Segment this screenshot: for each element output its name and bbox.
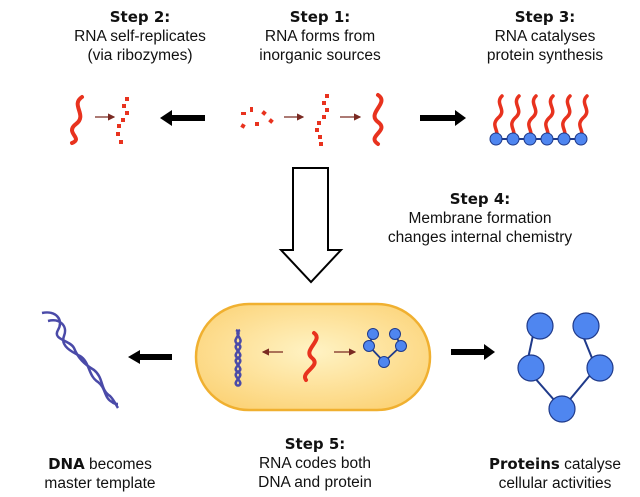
step4-label: Step 4: Membrane formation changes inter… — [375, 190, 585, 247]
step1-line1: RNA forms from — [264, 28, 376, 45]
step2-rna-strand-icon — [70, 95, 84, 145]
step1-fragmented-strand-icon — [315, 94, 329, 146]
step2-label: Step 2: RNA self-replicates (via ribozym… — [50, 8, 230, 65]
dna-line2: master template — [44, 475, 156, 492]
step2-title: Step 2: — [109, 8, 171, 26]
proteins-line1-rest: catalyse — [559, 456, 621, 473]
step3-line2: protein synthesis — [486, 47, 604, 64]
nucleotide-fragments-icon — [240, 107, 274, 129]
step5-label: Step 5: RNA codes both DNA and protein — [215, 435, 415, 492]
step4-title: Step 4: — [449, 190, 511, 208]
dna-helix-icon — [41, 311, 120, 409]
step4-line1: Membrane formation — [408, 210, 552, 227]
protein-chain-icon — [517, 312, 614, 423]
step3-line1: RNA catalyses — [494, 28, 596, 45]
step3-label: Step 3: RNA catalyses protein synthesis — [455, 8, 635, 65]
step1-title: Step 1: — [289, 8, 351, 26]
proteins-bold-word: Proteins — [489, 455, 560, 473]
hollow-down-arrow — [278, 167, 344, 284]
dna-bold-word: DNA — [48, 455, 85, 473]
dna-outcome-label: DNA becomes master template — [10, 455, 190, 493]
right-arrow-cell-to-proteins — [451, 344, 495, 360]
right-arrow-step1-to-step3 — [420, 110, 466, 126]
proteins-line2: cellular activities — [498, 475, 612, 492]
step5-line1: RNA codes both — [258, 455, 371, 472]
ribosome-protein-synthesis-icon — [489, 94, 589, 146]
proteins-outcome-label: Proteins catalyse cellular activities — [470, 455, 640, 493]
step5-line2: DNA and protein — [258, 474, 372, 491]
left-arrow-cell-to-dna — [128, 350, 172, 364]
step5-title: Step 5: — [284, 435, 346, 453]
step2-line1: RNA self-replicates — [74, 28, 206, 45]
step1-rna-strand-icon — [372, 93, 384, 146]
cell-rna-strand-icon — [302, 331, 319, 382]
cell-protein-chain-icon — [363, 328, 407, 368]
step1-line2: inorganic sources — [259, 47, 381, 64]
step3-title: Step 3: — [514, 8, 576, 26]
step2-line2: (via ribozymes) — [87, 47, 193, 64]
step4-line2: changes internal chemistry — [387, 229, 573, 246]
left-arrow-step1-to-step2 — [160, 110, 205, 126]
dna-line1-rest: becomes — [84, 456, 152, 473]
step1-label: Step 1: RNA forms from inorganic sources — [225, 8, 415, 65]
step2-ribozyme-fragments-icon — [116, 97, 129, 144]
cell-dna-helix-icon — [234, 328, 242, 388]
